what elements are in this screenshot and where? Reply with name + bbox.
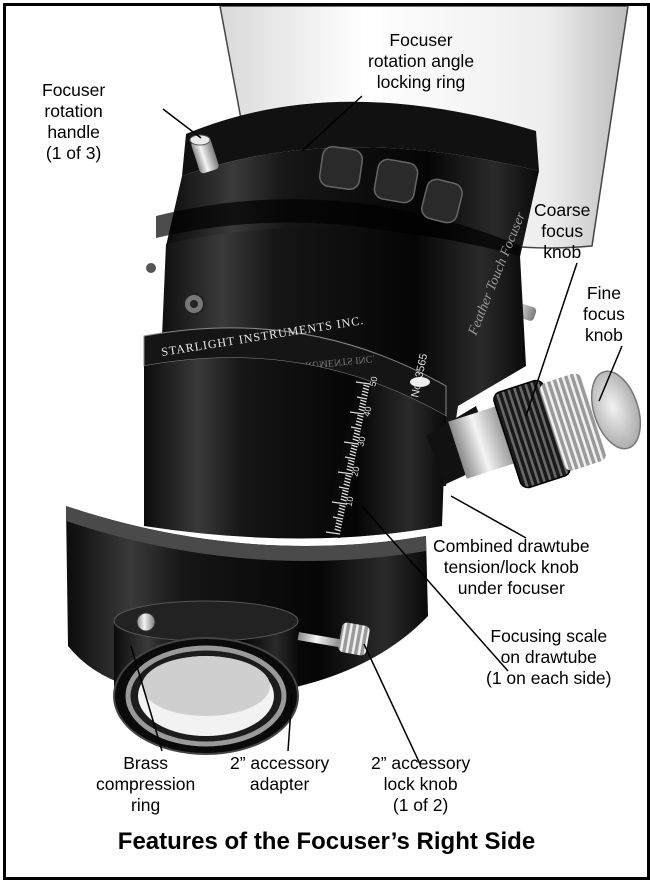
- scale-tick: [338, 486, 350, 490]
- scale-tick: [359, 405, 366, 409]
- scale-tick: [335, 525, 342, 529]
- label-focusing-scale: Focusing scale on drawtube (1 on each si…: [486, 626, 612, 688]
- scale-tick: [354, 429, 361, 433]
- label-accessory-adapter: 2” accessory adapter: [230, 753, 330, 794]
- scale-tick: [337, 513, 344, 517]
- scale-tick: [358, 408, 365, 412]
- scale-tick: [346, 468, 353, 472]
- drawtube: [144, 357, 446, 539]
- scale-tick: [331, 501, 347, 505]
- rotation-handle: [191, 136, 219, 174]
- scale-tick: [332, 516, 344, 520]
- scale-tick: [351, 444, 358, 448]
- scale-tick: [353, 432, 360, 436]
- label-accessory-lock-knob: 2” accessory lock knob (1 of 2): [371, 753, 471, 815]
- scale-tick: [356, 417, 363, 421]
- scale-number: 50: [368, 376, 380, 388]
- scale-tick: [362, 390, 369, 394]
- scale-tick: [356, 420, 363, 424]
- scale-tick: [344, 456, 356, 460]
- scale-tick: [350, 450, 357, 454]
- scale-tick: [352, 438, 359, 442]
- scale-tick: [362, 387, 369, 391]
- scale-tick: [357, 414, 364, 418]
- scale-tick: [341, 495, 348, 499]
- accessory-lock-knob: [297, 622, 370, 656]
- scale-tick: [325, 531, 341, 535]
- scale-tick: [360, 399, 367, 403]
- focusing-scale: 10 20 30 40 50: [324, 376, 379, 538]
- scale-tick: [339, 504, 346, 508]
- scale-tick: [348, 459, 355, 463]
- label-brass-ring: Brass compression ring: [96, 753, 196, 815]
- scale-tick: [344, 477, 351, 481]
- label-coarse-knob: Coarse focus knob: [534, 200, 591, 262]
- scale-tick: [340, 498, 347, 502]
- label-fine-knob: Fine focus knob: [583, 283, 625, 345]
- focuser-photo: Feather Touch Focuser STARLIGHT INSTRUME…: [66, 6, 642, 765]
- scale-tick: [343, 483, 350, 487]
- scale-tick: [355, 423, 362, 427]
- scale-tick: [343, 441, 359, 445]
- leader-lines: [130, 95, 623, 765]
- scale-tick: [337, 471, 353, 475]
- scale-tick: [335, 522, 342, 526]
- scale-number: 30: [356, 436, 368, 448]
- scale-tick: [363, 384, 370, 388]
- scale-tick: [350, 447, 357, 451]
- scale-tick: [353, 435, 360, 439]
- label-rotation-handle: Focuser rotation handle (1 of 3): [42, 80, 106, 163]
- label-locking-ring: Focuser rotation angle locking ring: [368, 30, 475, 92]
- scale-tick: [345, 474, 352, 478]
- scale-tick: [341, 492, 348, 496]
- locking-ring: [182, 101, 539, 176]
- figure-caption: Features of the Focuser’s Right Side: [117, 828, 536, 855]
- scale-tick: [342, 489, 349, 493]
- scale-tick: [338, 507, 345, 511]
- scale-tick: [349, 411, 365, 415]
- scale-tick: [361, 393, 368, 397]
- scale-tick: [355, 381, 371, 385]
- scale-tick: [350, 426, 362, 430]
- scale-tick: [349, 453, 356, 457]
- scale-tick: [336, 519, 343, 523]
- focus-knob-assembly: [426, 370, 642, 489]
- scale-tick: [338, 510, 345, 514]
- scale-tick: [344, 480, 351, 484]
- scale-tick: [359, 402, 366, 406]
- scale-tick: [347, 462, 354, 466]
- diagram-frame: Feather Touch Focuser STARLIGHT INSTRUME…: [3, 3, 650, 880]
- accessory-adapter: [113, 600, 299, 755]
- scale-tick: [334, 528, 341, 532]
- label-tension-knob: Combined drawtube tension/lock knob unde…: [433, 536, 590, 598]
- scale-tick: [347, 465, 354, 469]
- scale-number: 40: [362, 406, 374, 418]
- scale-tick: [356, 396, 368, 400]
- scale-number: 10: [344, 496, 356, 508]
- scale-number: 20: [350, 466, 362, 478]
